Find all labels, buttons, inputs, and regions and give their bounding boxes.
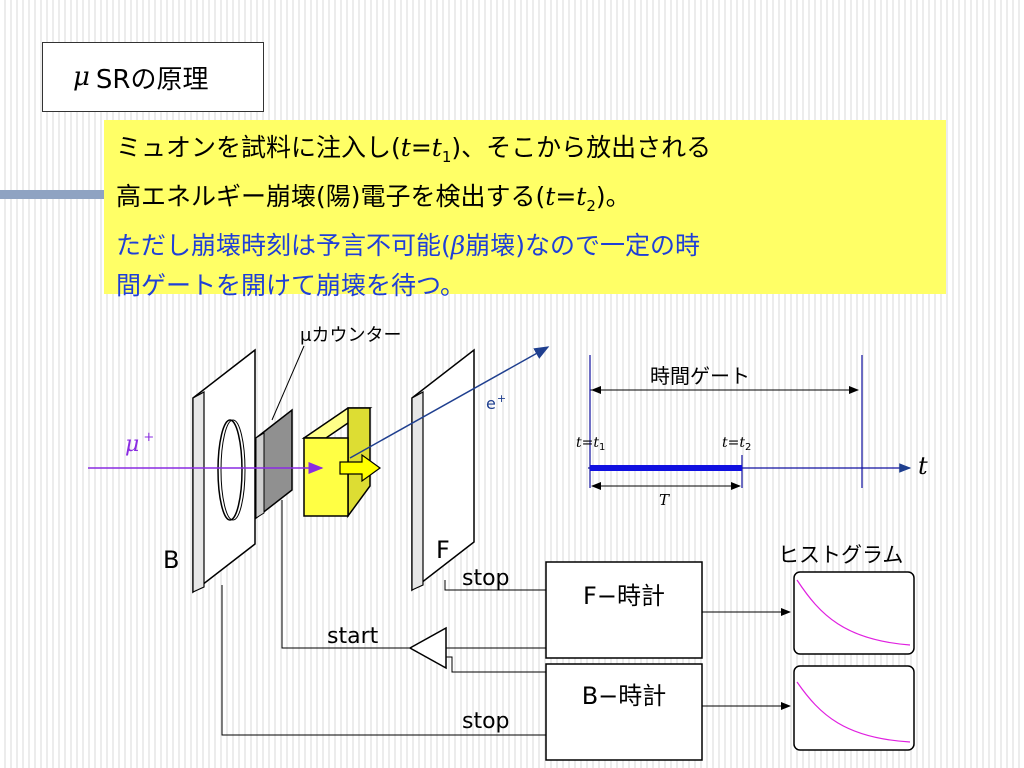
t-axis-label: t (918, 452, 928, 480)
mu-counter-pointer (271, 345, 305, 421)
positron-track (349, 346, 550, 459)
histogram-F (793, 571, 915, 655)
sample (301, 407, 382, 519)
mu-counter-label: μカウンター (300, 325, 401, 346)
decay-curve-B (796, 681, 911, 743)
title-mu: μ (73, 62, 90, 92)
spin-arrow-icon (339, 453, 382, 483)
wire-amp-B (446, 656, 546, 673)
decay-curve-F (796, 579, 911, 646)
note-line-1: ミュオンを試料に注入し(t=t1)、そこから放出される (116, 133, 712, 166)
note-line-4: 間ゲートを開けて崩壊を待つ。 (116, 271, 466, 300)
explanation-box: ミュオンを試料に注入し(t=t1)、そこから放出される 高エネルギー崩壊(陽)電… (104, 120, 946, 300)
t1-label: t=t1 (576, 435, 605, 453)
title-box: μ SRの原理 (42, 42, 264, 112)
page-title: SRの原理 (95, 64, 209, 95)
histogram-B (793, 665, 915, 751)
histogram-label: ヒストグラム (778, 543, 903, 567)
decay-interval-bar (590, 465, 742, 471)
amplifier-icon (408, 626, 447, 670)
clock-B-box (545, 663, 703, 761)
t2-label: t=t2 (722, 435, 751, 453)
wire-F-stop (444, 580, 546, 591)
wiring (221, 500, 791, 736)
stop-label-bottom: stop (462, 709, 510, 734)
wire-mu-start (281, 500, 412, 649)
counter-B (192, 348, 256, 594)
accent-bar (0, 190, 104, 199)
start-label: start (327, 624, 379, 649)
T-label: T (659, 491, 670, 509)
label-B: B (163, 546, 179, 574)
timing-diagram: 時間ゲート T t=t1 t=t2 t (576, 355, 928, 509)
note-line-2: 高エネルギー崩壊(陽)電子を検出する(t=t2)。 (116, 182, 631, 215)
mu-counter (255, 408, 293, 520)
clock-F-label: F−時計 (583, 582, 665, 610)
wire-B-stop (221, 585, 546, 736)
clock-B-label: B−時計 (582, 682, 667, 710)
counter-B-hole (217, 419, 243, 521)
mu-plus-label: μ+ (125, 430, 154, 457)
label-F: F (436, 536, 450, 564)
note-line-3: ただし崩壊時刻は予言不可能(β崩壊)なので一定の時 (116, 231, 700, 260)
positron-label: e+ (486, 392, 506, 413)
stop-label-top: stop (462, 566, 510, 591)
clock-F-box (545, 561, 703, 659)
counter-F (411, 348, 475, 592)
gate-label: 時間ゲート (650, 364, 750, 388)
